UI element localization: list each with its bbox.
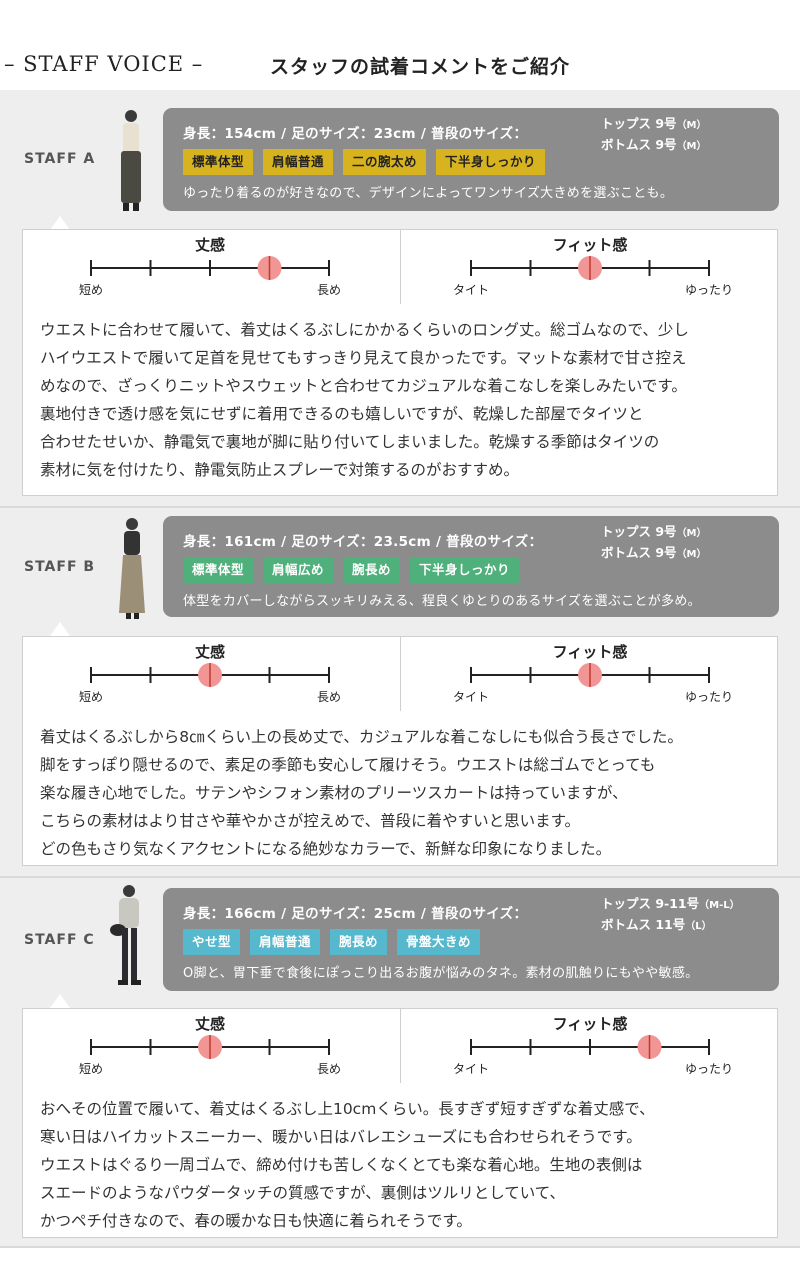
staff-c-label: STAFF C xyxy=(24,932,95,948)
staff-a-tops-size: トップス 9号 xyxy=(601,116,677,131)
staff-b-tops-size: トップス 9号 xyxy=(601,524,677,539)
review-line: ウエストに合わせて履いて、着丈はくるぶしにかかるくらいのロング丈。総ゴムなので、… xyxy=(40,321,689,339)
staff-b-usual-sizes: トップス 9号（M） ボトムス 9号（M） xyxy=(601,524,707,560)
staff-c-info-card: 身長：166cm / 足のサイズ：25cm / 普段のサイズ： トップス 9-1… xyxy=(163,888,779,991)
fit-scale-title: フィット感 xyxy=(553,1015,628,1033)
review-line: どの色もさり気なくアクセントになる絶妙なカラーで、新鮮な印象になりました。 xyxy=(40,840,612,858)
review-line: 裏地付きで透け感を気にせずに着用できるのも嬉しいですが、乾燥した部屋でタイツと xyxy=(40,405,644,423)
speech-pointer xyxy=(50,994,70,1008)
body-type-tag: 下半身しっかり xyxy=(410,557,520,583)
length-scale-max-label: 長め xyxy=(317,690,341,704)
staff-b-measurements: 身長：161cm / 足のサイズ：23.5cm / 普段のサイズ： xyxy=(183,534,543,550)
length-scale-max-label: 長め xyxy=(317,1062,341,1076)
staff-a-label: STAFF A xyxy=(24,151,96,167)
staff-a-tags: 標準体型 肩幅普通 二の腕太め 下半身しっかり xyxy=(183,149,546,175)
length-scale-title: 丈感 xyxy=(195,1015,225,1033)
staff-b-info-card: 身長：161cm / 足のサイズ：23.5cm / 普段のサイズ： トップス 9… xyxy=(163,516,779,617)
review-line: 素材に気を付けたり、静電気防止スプレーで対策するのがおすすめ。 xyxy=(40,461,519,479)
section-title-jp: スタッフの試着コメントをご紹介 xyxy=(270,56,571,78)
staff-c-review: おへその位置で履いて、着丈はくるぶし上10cmくらい。長すぎず短すぎずな着丈感で… xyxy=(22,1083,778,1238)
review-line: ハイウエストで履いて足首を見せてもすっきり見えて良かったです。マットな素材で甘さ… xyxy=(40,349,687,367)
staff-c-tops-size: トップス 9-11号 xyxy=(601,896,700,911)
body-type-tag: 肩幅普通 xyxy=(250,929,321,955)
speech-pointer xyxy=(50,216,70,230)
review-line: おへその位置で履いて、着丈はくるぶし上10cmくらい。長すぎず短すぎずな着丈感で… xyxy=(40,1100,655,1118)
review-line: こちらの素材はより甘さや華やかさが控えめで、普段に着やすいと思います。 xyxy=(40,812,581,830)
review-line: ウエストはぐるり一周ゴムで、締め付けも苦しくなくとても楽な着心地。生地の表側は xyxy=(40,1156,643,1174)
panel-divider xyxy=(0,876,800,878)
body-type-tag: 腕長め xyxy=(330,929,388,955)
body-type-tag: 腕長め xyxy=(343,557,401,583)
panel-divider xyxy=(0,506,800,508)
staff-a-comment: ゆったり着るのが好きなので、デザインによってワンサイズ大きめを選ぶことも。 xyxy=(183,186,674,201)
body-type-tag: 肩幅普通 xyxy=(263,149,334,175)
length-scale-min-label: 短め xyxy=(79,1062,103,1076)
fit-scale-min-label: タイト xyxy=(453,283,489,297)
body-type-tag: 標準体型 xyxy=(183,557,254,583)
speech-pointer xyxy=(50,622,70,636)
staff-c-bottoms-size: ボトムス 11号 xyxy=(601,917,686,932)
staff-a-info-card: 身長：154cm / 足のサイズ：23cm / 普段のサイズ： トップス 9号（… xyxy=(163,108,779,211)
staff-a-photo xyxy=(121,110,141,211)
length-scale-title: 丈感 xyxy=(195,236,225,254)
staff-a-review: ウエストに合わせて履いて、着丈はくるぶしにかかるくらいのロング丈。総ゴムなので、… xyxy=(22,304,778,496)
review-line: スエードのようなパウダータッチの質感ですが、裏側はツルリとしていて、 xyxy=(40,1184,565,1202)
staff-c-usual-sizes: トップス 9-11号（M-L） ボトムス 11号（L） xyxy=(601,896,740,932)
body-type-tag: 二の腕太め xyxy=(343,149,427,175)
fit-scale-max-label: ゆったり xyxy=(685,283,733,297)
body-type-tag: 下半身しっかり xyxy=(436,149,546,175)
review-line: 合わせたせいか、静電気で裏地が脚に貼り付いてしまいました。乾燥する季節はタイツの xyxy=(40,433,660,451)
body-type-tag: 骨盤大きめ xyxy=(397,929,481,955)
review-line: 脚をすっぽり隠せるので、素足の季節も安心して履けそう。ウエストは総ゴムでとっても xyxy=(40,756,656,774)
section-title-en: – STAFF VOICE – xyxy=(4,52,204,76)
section-header: – STAFF VOICE – スタッフの試着コメントをご紹介 xyxy=(0,50,800,86)
fit-scale-title: フィット感 xyxy=(553,643,628,661)
body-type-tag: 標準体型 xyxy=(183,149,254,175)
staff-c-measurements: 身長：166cm / 足のサイズ：25cm / 普段のサイズ： xyxy=(183,906,528,922)
fit-scale-title: フィット感 xyxy=(553,236,628,254)
staff-b-scales: 丈感短め 長め フィット感タイト ゆったり xyxy=(22,636,778,712)
staff-b-comment: 体型をカバーしながらスッキリみえる、程良くゆとりのあるサイズを選ぶことが多め。 xyxy=(183,594,701,609)
staff-b-photo xyxy=(119,518,145,619)
staff-a-measurements: 身長：154cm / 足のサイズ：23cm / 普段のサイズ： xyxy=(183,126,528,142)
staff-b-review: 着丈はくるぶしから8㎝くらい上の長め丈で、カジュアルな着こなしにも似合う長さでし… xyxy=(22,711,778,866)
staff-c-tags: やせ型 肩幅普通 腕長め 骨盤大きめ xyxy=(183,929,481,955)
staff-c-scales: 丈感短め 長め フィット感タイト ゆったり xyxy=(22,1008,778,1084)
length-scale-min-label: 短め xyxy=(79,283,103,297)
fit-scale-max-label: ゆったり xyxy=(685,1062,733,1076)
length-scale-title: 丈感 xyxy=(195,643,225,661)
review-line: 楽な履き心地でした。サテンやシフォン素材のプリーツスカートは持っていますが、 xyxy=(40,784,628,802)
fit-scale-min-label: タイト xyxy=(453,690,489,704)
staff-a-scales: 丈感短め 長め フィット感タイト ゆったり xyxy=(22,229,778,305)
staff-b-label: STAFF B xyxy=(24,559,96,575)
staff-b-tags: 標準体型 肩幅広め 腕長め 下半身しっかり xyxy=(183,557,520,583)
review-line: めなので、ざっくりニットやスウェットと合わせてカジュアルな着こなしを楽しみたいで… xyxy=(40,377,687,395)
body-type-tag: やせ型 xyxy=(183,929,241,955)
staff-c-photo xyxy=(110,885,141,985)
length-scale-max-label: 長め xyxy=(317,283,341,297)
body-type-tag: 肩幅広め xyxy=(263,557,334,583)
length-scale-min-label: 短め xyxy=(79,690,103,704)
fit-scale-max-label: ゆったり xyxy=(685,690,733,704)
staff-b-bottoms-size: ボトムス 9号 xyxy=(601,545,677,560)
staff-a-bottoms-size: ボトムス 9号 xyxy=(601,137,677,152)
review-line: かつペチ付きなので、春の暖かな日も快適に着られそうです。 xyxy=(40,1212,472,1230)
review-line: 寒い日はハイカットスニーカー、暖かい日はバレエシューズにも合わせられそうです。 xyxy=(40,1128,642,1146)
staff-a-usual-sizes: トップス 9号（M） ボトムス 9号（M） xyxy=(601,116,707,152)
panel-divider xyxy=(0,1246,800,1248)
review-line: 着丈はくるぶしから8㎝くらい上の長め丈で、カジュアルな着こなしにも似合う長さでし… xyxy=(40,728,683,746)
fit-scale-min-label: タイト xyxy=(453,1062,489,1076)
staff-c-comment: O脚と、胃下垂で食後にぽっこり出るお腹が悩みのタネ。素材の肌触りにもやや敏感。 xyxy=(183,966,699,981)
